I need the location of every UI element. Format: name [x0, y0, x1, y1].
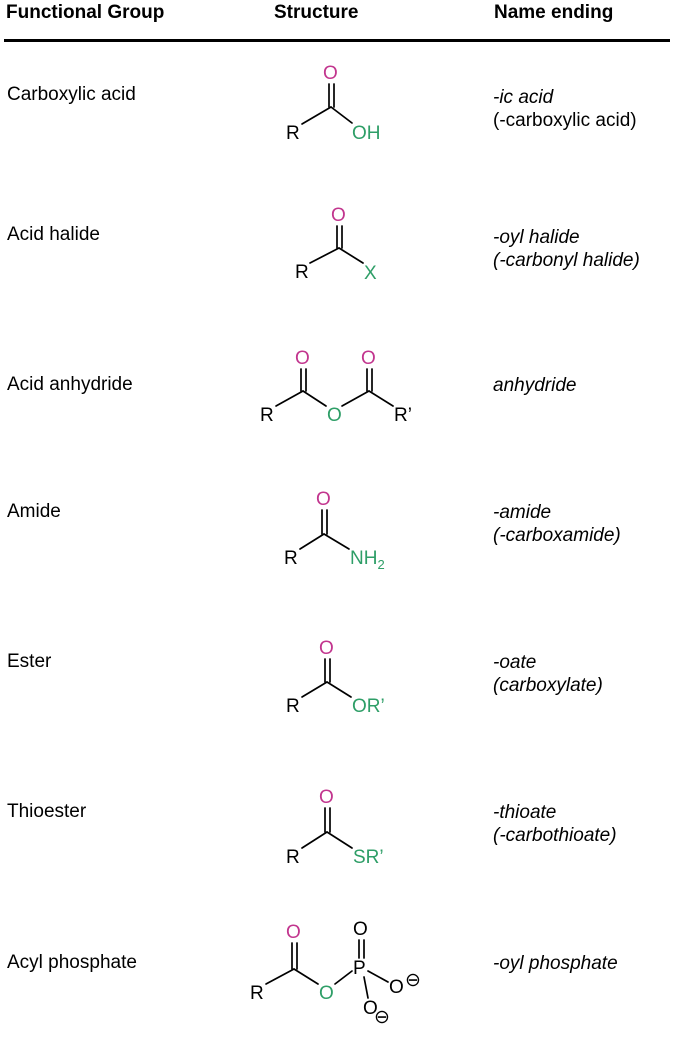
group-name: Acid halide [7, 224, 100, 245]
group-name: Carboxylic acid [7, 84, 136, 105]
bond [326, 681, 352, 698]
bond [338, 247, 364, 264]
group-name: Acyl phosphate [7, 952, 137, 973]
atom-carbonyl-o: O [316, 489, 331, 510]
group-name: Amide [7, 501, 61, 522]
atom-or-prime: OR’ [352, 696, 385, 717]
bond [330, 106, 353, 124]
atom-carbonyl-o: O [319, 638, 334, 659]
atom-sr-prime: SR’ [353, 847, 384, 868]
atom-oh: OH [352, 123, 381, 144]
bond [367, 970, 389, 983]
bond [301, 106, 332, 125]
ester-structure: R O OR’ [286, 638, 385, 717]
atom-r: R [284, 548, 298, 569]
thioester-structure: R O SR’ [286, 787, 384, 868]
bond [341, 390, 370, 407]
atom-r: R [250, 983, 264, 1004]
bond [368, 390, 394, 407]
charge-bottom: ⊖ [374, 1007, 390, 1028]
table-row-acyl-phosphate: Acyl phosphate R O O P O O ⊖ O ⊖ -oyl ph… [0, 910, 675, 1050]
atom-r-prime: R’ [394, 405, 412, 426]
atom-phosphoryl-o: O [353, 919, 368, 940]
carboxylic-acid-structure: R O OH [286, 63, 381, 144]
atom-p: P [353, 958, 366, 979]
atom-r: R [295, 262, 309, 283]
header-rule [4, 39, 670, 42]
bond [323, 533, 350, 550]
acid-halide-structure: R O X [295, 205, 377, 284]
bond [363, 976, 369, 999]
table-row-acid-halide: Acid halide R O X -oyl halide (-carbonyl… [0, 200, 675, 340]
name-ending: -ic acid (-carboxylic acid) [493, 87, 637, 131]
atom-r: R [260, 405, 274, 426]
amide-structure: R O NH2 [284, 489, 385, 572]
atom-x: X [364, 263, 377, 284]
group-name: Ester [7, 651, 52, 672]
table-row-ester: Ester R O OR’ -oate (carboxylate) [0, 630, 675, 770]
bond [299, 533, 325, 550]
atom-r: R [286, 847, 300, 868]
atom-carbonyl-o: O [319, 787, 334, 808]
atom-r: R [286, 696, 300, 717]
table-row-amide: Amide R O NH2 -amide (-carboxamide) [0, 480, 675, 620]
table-row-acid-anhydride: Acid anhydride R O O O R’ anhydride [0, 340, 675, 480]
atom-o-bottom: O [363, 998, 378, 1019]
name-ending: -oate (carboxylate) [493, 652, 603, 696]
atom-carbonyl-o: O [331, 205, 346, 226]
bond [301, 831, 328, 849]
name-ending: -oyl phosphate [493, 953, 618, 974]
name-ending: -thioate (-carbothioate) [493, 802, 617, 846]
atom-o-right: O [389, 977, 404, 998]
bond [301, 681, 328, 698]
header-name-ending: Name ending [494, 2, 614, 23]
bond [275, 390, 304, 407]
atom-carbonyl-o-right: O [361, 348, 376, 369]
bond [309, 247, 340, 264]
header-structure: Structure [274, 2, 359, 23]
atom-nh2: NH2 [350, 548, 385, 572]
charge-right: ⊖ [405, 970, 421, 991]
bond [326, 831, 353, 849]
name-ending: -amide (-carboxamide) [493, 502, 621, 546]
group-name: Thioester [7, 801, 87, 822]
group-name: Acid anhydride [7, 374, 133, 395]
bond [302, 390, 327, 407]
acyl-phosphate-structure: R O O P O O ⊖ O ⊖ [250, 919, 421, 1028]
header-functional-group: Functional Group [6, 2, 165, 23]
bond [334, 970, 353, 985]
table-row-carboxylic-acid: Carboxylic acid R O OH -ic acid (-carbox… [0, 60, 675, 200]
atom-carbonyl-o-left: O [295, 348, 310, 369]
atom-bridge-o: O [319, 983, 334, 1004]
bond [265, 968, 295, 985]
atom-carbonyl-o: O [323, 63, 338, 84]
bond [293, 968, 319, 985]
name-ending: anhydride [493, 375, 577, 396]
atom-carbonyl-o: O [286, 922, 301, 943]
acid-anhydride-structure: R O O O R’ [260, 348, 412, 426]
name-ending: -oyl halide (-carbonyl halide) [493, 227, 640, 271]
atom-r: R [286, 123, 300, 144]
atom-bridge-o: O [327, 405, 342, 426]
table-row-thioester: Thioester R O SR’ -thioate (-carbothioat… [0, 780, 675, 920]
